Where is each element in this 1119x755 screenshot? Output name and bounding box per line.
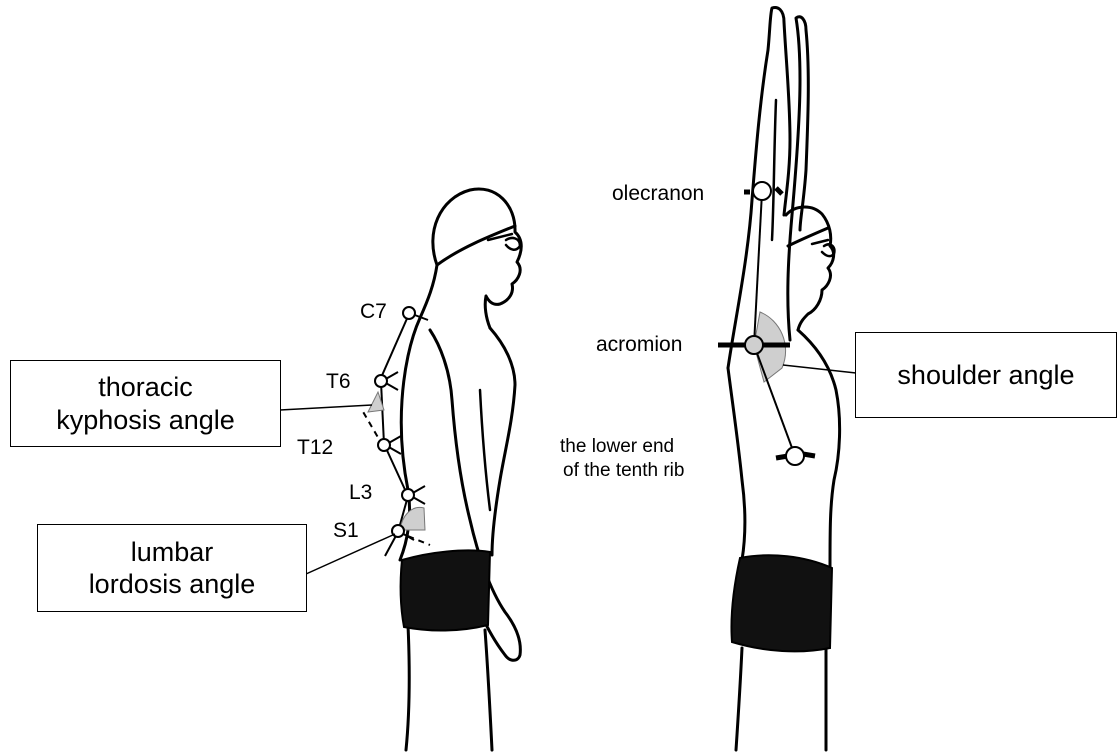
rib-label-line2: of the tenth rib — [560, 459, 684, 483]
thoracic-leader-line — [280, 405, 372, 410]
right-arm-front — [788, 17, 808, 340]
right-arm-inner — [772, 100, 776, 240]
spine-t6-t12-line — [381, 382, 384, 444]
c7-label: C7 — [360, 301, 387, 322]
lumbar-label-line2: lordosis angle — [89, 568, 256, 600]
right-trunks — [731, 555, 832, 651]
s1-label: S1 — [333, 520, 359, 541]
rib-label: the lower end of the tenth rib — [560, 435, 684, 483]
rib-label-line1: the lower end — [560, 435, 684, 459]
lumbar-lordosis-box: lumbar lordosis angle — [37, 524, 307, 612]
lumbar-label-line1: lumbar — [131, 536, 214, 568]
acromion-label: acromion — [596, 334, 682, 355]
left-trunks — [401, 550, 490, 630]
olecranon-marker — [753, 182, 771, 200]
l3-marker — [402, 489, 414, 501]
left-leg-front — [485, 630, 492, 750]
left-arm-inner — [480, 390, 490, 510]
t6-marker — [375, 375, 387, 387]
c7-marker — [403, 307, 415, 319]
right-cap-line — [788, 228, 828, 246]
olecranon-label: olecranon — [612, 183, 704, 204]
thoracic-label-line2: kyphosis angle — [56, 404, 235, 436]
shoulder-leader-line — [783, 365, 856, 373]
right-leg-back — [736, 648, 742, 750]
rib-marker — [786, 447, 804, 465]
shoulder-angle-box: shoulder angle — [855, 332, 1117, 418]
t12-label: T12 — [297, 437, 333, 458]
left-front-outline — [490, 328, 515, 555]
left-cap-line — [437, 226, 515, 265]
left-leg-back — [406, 625, 409, 750]
left-figure — [400, 189, 521, 750]
acromion-marker — [745, 336, 763, 354]
t12-marker — [378, 439, 390, 451]
t6-label: T6 — [326, 371, 351, 392]
right-back-outline — [728, 368, 745, 560]
thoracic-kyphosis-box: thoracic kyphosis angle — [10, 360, 281, 447]
l3-label: L3 — [349, 482, 372, 503]
thoracic-label-line1: thoracic — [98, 371, 193, 403]
right-front-outline — [798, 330, 840, 568]
right-head — [786, 207, 834, 330]
